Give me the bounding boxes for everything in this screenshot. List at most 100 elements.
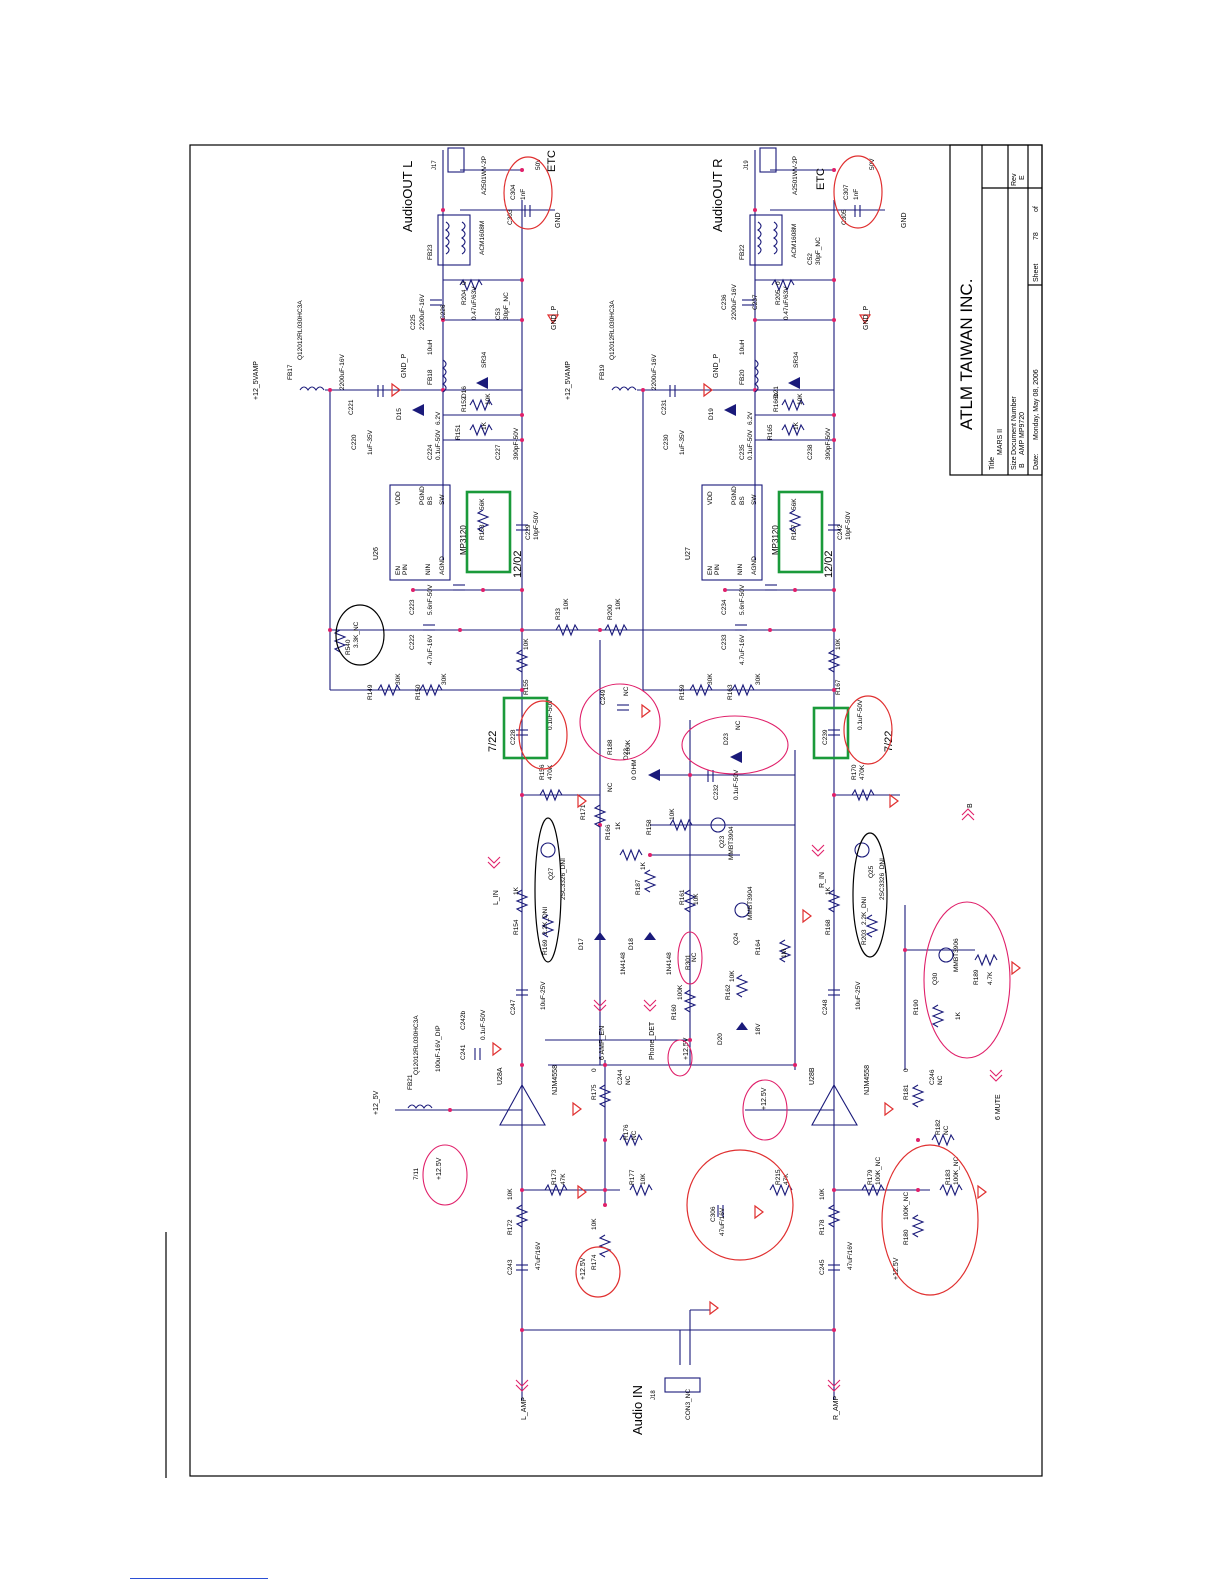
svg-text:56K: 56K [479,498,486,510]
svg-text:6.2V: 6.2V [435,411,442,425]
svg-text:R167: R167 [835,679,842,695]
svg-text:R178: R178 [819,1219,826,1235]
connector-j19: J19 A2501WV-2P [744,147,799,195]
svg-text:10pF-50V: 10pF-50V [845,511,852,540]
svg-text:R164: R164 [755,939,762,955]
svg-text:R177: R177 [629,1169,636,1185]
svg-text:U28B: U28B [809,1067,816,1085]
footer-link-underline[interactable] [130,1578,268,1579]
svg-text:+12.5V: +12.5V [436,1157,443,1180]
svg-text:C307: C307 [843,184,850,200]
svg-text:SR34: SR34 [793,351,800,368]
svg-text:1uF-35V: 1uF-35V [367,429,374,455]
svg-text:MMBT3906: MMBT3906 [953,938,960,972]
svg-text:C224: C224 [427,444,434,460]
dni-ellipses [335,604,888,963]
title-label: Title [989,457,996,470]
svg-text:GND_P: GND_P [401,354,408,378]
svg-text:NC: NC [937,1075,944,1085]
svg-text:U28A: U28A [497,1067,504,1085]
svg-text:0.1uF-50V: 0.1uF-50V [435,429,442,460]
svg-text:1K: 1K [513,886,520,895]
audioout-l-label: AudioOUT L [400,161,415,232]
amp-ic-u27: U27 MP3120 EN PIN NIN AGND VDD PGND BS S… [685,484,780,581]
ground-labels: GND GND GND_P GND_P GND_P GND_P [401,212,908,378]
svg-text:100K_NC: 100K_NC [875,1157,882,1185]
svg-text:C247: C247 [510,999,517,1015]
svg-text:C231: C231 [661,399,668,415]
size-label: Size [1011,456,1018,470]
svg-text:100K_NC: 100K_NC [953,1157,960,1185]
svg-text:10K: 10K [819,1188,826,1200]
of-label: of [1033,206,1040,212]
svg-text:FB22: FB22 [739,244,746,260]
inductor-fb20: FB20 10uH [739,339,759,393]
title-value: MARS II [997,429,1004,455]
wiring [325,150,975,1400]
svg-text:MMBT3904: MMBT3904 [728,826,735,860]
svg-text:1N4148: 1N4148 [666,952,673,975]
svg-text:R165: R165 [767,424,774,440]
svg-text:NIN: NIN [425,564,432,576]
svg-text:1K: 1K [955,1011,962,1020]
svg-text:47uF/16V: 47uF/16V [847,1241,854,1270]
svg-text:12/02: 12/02 [823,550,835,578]
svg-text:0: 0 [591,1068,598,1072]
svg-text:R_AMP: R_AMP [833,1396,840,1420]
svg-text:R152: R152 [461,396,468,412]
svg-text:10uF-25V: 10uF-25V [855,981,862,1010]
svg-text:C228: C228 [510,729,517,745]
date-label: Date: [1033,453,1040,470]
svg-text:10K: 10K [693,893,700,905]
svg-text:1nF: 1nF [853,189,860,200]
svg-text:R163: R163 [727,684,734,700]
svg-text:Q27: Q27 [548,867,555,880]
svg-text:18V: 18V [755,1023,762,1035]
svg-text:30K: 30K [441,673,448,685]
svg-text:C225: C225 [410,314,417,330]
resistor-symbols [333,278,998,1258]
svg-text:10K: 10K [729,970,736,982]
svg-text:2SC3326_DNI: 2SC3326_DNI [560,858,567,900]
svg-text:10uH: 10uH [739,339,746,355]
svg-text:10K: 10K [563,598,570,610]
svg-text:10K: 10K [640,1173,647,1185]
svg-text:2.2K_DNI: 2.2K_DNI [861,897,868,925]
svg-text:5.6nF-50V: 5.6nF-50V [739,584,746,615]
svg-text:0.47uF/63V: 0.47uF/63V [471,286,478,320]
sheet-label: Sheet [1033,264,1040,282]
svg-text:J17: J17 [432,160,438,170]
svg-text:1K: 1K [793,421,800,430]
svg-text:J19: J19 [744,160,750,170]
svg-text:FB23: FB23 [427,244,434,260]
svg-text:10pF-50V: 10pF-50V [533,511,540,540]
svg-text:R180: R180 [903,1229,910,1245]
svg-text:C306: C306 [710,1206,717,1222]
svg-text:0: 0 [775,281,782,285]
svg-text:R160: R160 [671,1004,678,1020]
svg-text:U26: U26 [373,547,380,560]
svg-text:R154: R154 [513,919,520,935]
svg-text:47K: 47K [560,1173,567,1185]
svg-text:R181: R181 [903,1084,910,1100]
diode-labels: D15 6.2V D16 SR34 D19 6.2V D21 SR34 D17 … [396,351,800,1045]
svg-text:2200uF-16V: 2200uF-16V [731,284,738,320]
svg-text:Q23: Q23 [719,835,726,848]
svg-text:R187: R187 [635,879,642,895]
svg-text:C245: C245 [819,1259,826,1275]
svg-text:D21: D21 [773,386,780,398]
svg-text:D16: D16 [461,386,468,398]
svg-text:ETC: ETC [815,168,827,190]
svg-text:C243: C243 [507,1259,514,1275]
svg-text:1N4148: 1N4148 [620,952,627,975]
svg-text:30pF_NC: 30pF_NC [815,237,822,265]
size-value: B [1019,463,1026,468]
svg-text:Phone_DET: Phone_DET [649,1021,656,1060]
svg-text:D20: D20 [717,1033,724,1045]
svg-text:C304: C304 [510,184,517,200]
svg-text:R189: R189 [973,969,980,985]
svg-text:R33: R33 [555,608,562,620]
svg-text:7/11: 7/11 [413,1167,420,1180]
svg-text:NC: NC [623,686,630,696]
svg-text:R171: R171 [580,804,587,820]
